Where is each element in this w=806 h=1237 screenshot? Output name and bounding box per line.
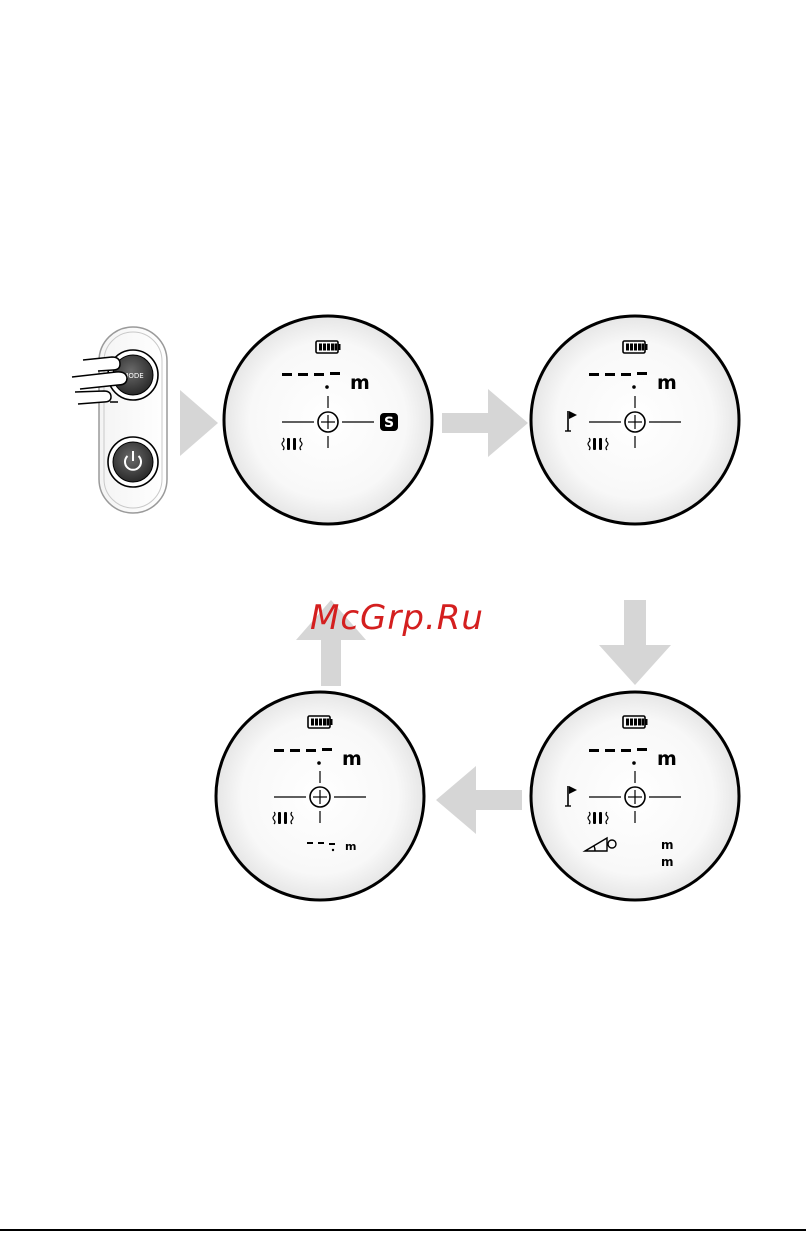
arrow-right-2 — [442, 389, 528, 457]
slope-unit-2: m — [661, 855, 674, 869]
watermark-text: McGrp.Ru — [310, 598, 484, 638]
display-slope-mode: m m m — [531, 692, 739, 900]
distance-unit: m — [657, 372, 677, 394]
arrow-right-1 — [180, 390, 218, 456]
distance-unit: m — [657, 748, 677, 770]
arrow-down — [599, 600, 671, 685]
arrow-left — [436, 766, 522, 834]
slope-unit-1: m — [661, 838, 674, 852]
remote-control: MODE — [72, 327, 167, 513]
display-scan-mode: m S — [224, 316, 432, 524]
display-continuous-mode: m m — [216, 692, 424, 900]
small-distance-unit: m — [345, 840, 356, 853]
scan-badge: S — [380, 413, 398, 431]
scan-badge-label: S — [384, 415, 394, 431]
page-bottom-rule — [0, 1229, 806, 1231]
display-pin-mode: m — [531, 316, 739, 524]
distance-unit: m — [350, 372, 370, 394]
power-button[interactable] — [108, 437, 158, 487]
distance-unit: m — [342, 748, 362, 770]
